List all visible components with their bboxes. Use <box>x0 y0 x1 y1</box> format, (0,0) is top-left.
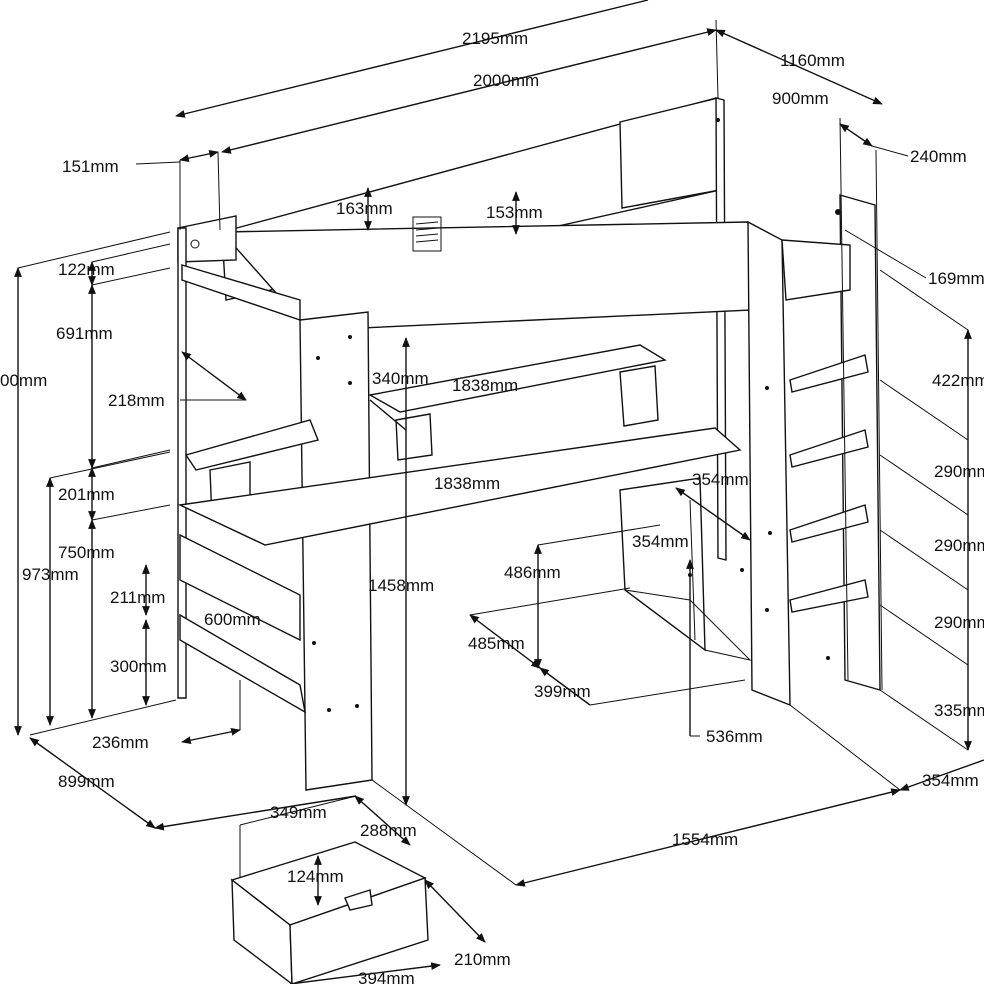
dimension-labels: 2195mm 2000mm 1160mm 900mm 151mm 240mm 1… <box>0 29 984 984</box>
dim-overall-length-top: 2195mm <box>462 29 528 48</box>
dim-shelf-201: 201mm <box>58 485 115 504</box>
desk-top <box>177 427 742 546</box>
drawer-handle <box>344 889 373 911</box>
ladder-rung-3 <box>789 504 869 543</box>
base-rail <box>179 613 306 714</box>
dim-ladder-step-290a: 290mm <box>934 462 984 481</box>
ladder-rung-1 <box>789 354 869 393</box>
ladder-top-rail <box>781 239 851 301</box>
dim-height-973: 973mm <box>22 565 79 584</box>
dim-ladder-width-354: 354mm <box>922 771 979 790</box>
vent-grille <box>412 216 442 252</box>
dim-cabinet-399: 399mm <box>534 682 591 701</box>
ladder-post <box>747 220 791 707</box>
dim-rail-height-169: 169mm <box>928 269 984 288</box>
dim-guard-rail-153: 153mm <box>486 203 543 222</box>
bed-front-rail <box>220 221 753 331</box>
dim-cabinet-486: 486mm <box>504 563 561 582</box>
right-back-post <box>715 97 727 561</box>
dim-drawer-288: 288mm <box>360 821 417 840</box>
dim-drawer-394: 394mm <box>358 969 415 984</box>
headboard-panel <box>619 97 721 209</box>
dim-shelf-340: 340mm <box>372 369 429 388</box>
dim-bottom-300: 300mm <box>110 657 167 676</box>
dim-desk-depth-600: 600mm <box>204 610 261 629</box>
dim-cabinet-485: 485mm <box>468 634 525 653</box>
dim-drawer-124: 124mm <box>287 867 344 886</box>
dim-desk-750: 750mm <box>58 543 115 562</box>
dim-guard-rail-163: 163mm <box>336 199 393 218</box>
dim-desk-length: 1838mm <box>434 474 500 493</box>
dim-overall-height: 00mm <box>0 371 47 390</box>
ladder-rung-2 <box>789 429 869 468</box>
dim-overall-depth: 1160mm <box>780 51 845 70</box>
dim-clearance-1458: 1458mm <box>368 576 434 595</box>
dim-gap-211: 211mm <box>110 588 165 607</box>
ladder-rung-4 <box>789 579 869 613</box>
left-shelf-middle <box>184 419 319 471</box>
desk-cabinet-base <box>624 589 752 661</box>
upper-shelf <box>367 344 667 413</box>
dimension-lines <box>14 0 984 984</box>
dim-foot-236: 236mm <box>92 733 149 752</box>
drawer-unit <box>230 841 429 984</box>
dim-guard-122: 122mm <box>58 260 115 279</box>
drawer-front <box>231 878 293 984</box>
dim-base-depth-899: 899mm <box>58 772 115 791</box>
dim-mattress-width: 900mm <box>772 89 829 108</box>
upper-shelf-support <box>619 365 659 427</box>
left-front-post <box>299 311 373 791</box>
dim-cabinet-354-top: 354mm <box>692 470 749 489</box>
dim-drawer-210: 210mm <box>454 950 511 969</box>
bed-structure <box>177 97 881 791</box>
dim-ladder-step-422: 422mm <box>932 371 984 390</box>
dim-shelf-218: 218mm <box>108 391 165 410</box>
dim-post-width-top: 151mm <box>62 157 119 176</box>
dim-ladder-step-290b: 290mm <box>934 536 984 555</box>
dim-upper-space: 691mm <box>56 324 113 343</box>
dim-ladder-bottom-335: 335mm <box>934 701 984 720</box>
dim-rail-depth: 240mm <box>910 147 967 166</box>
dim-base-length-1554: 1554mm <box>672 830 738 849</box>
lower-rail <box>179 533 301 642</box>
upper-shelf-support-left <box>395 413 433 461</box>
dim-post-349: 349mm <box>270 803 327 822</box>
dim-cabinet-354-mid: 354mm <box>632 532 689 551</box>
dim-mattress-length: 2000mm <box>473 71 539 90</box>
left-shelf-top <box>181 264 301 321</box>
dim-shelf-length-top: 1838mm <box>452 376 518 395</box>
screw-holes <box>190 118 841 712</box>
dim-cabinet-536: 536mm <box>706 727 763 746</box>
dim-ladder-step-290c: 290mm <box>934 613 984 632</box>
